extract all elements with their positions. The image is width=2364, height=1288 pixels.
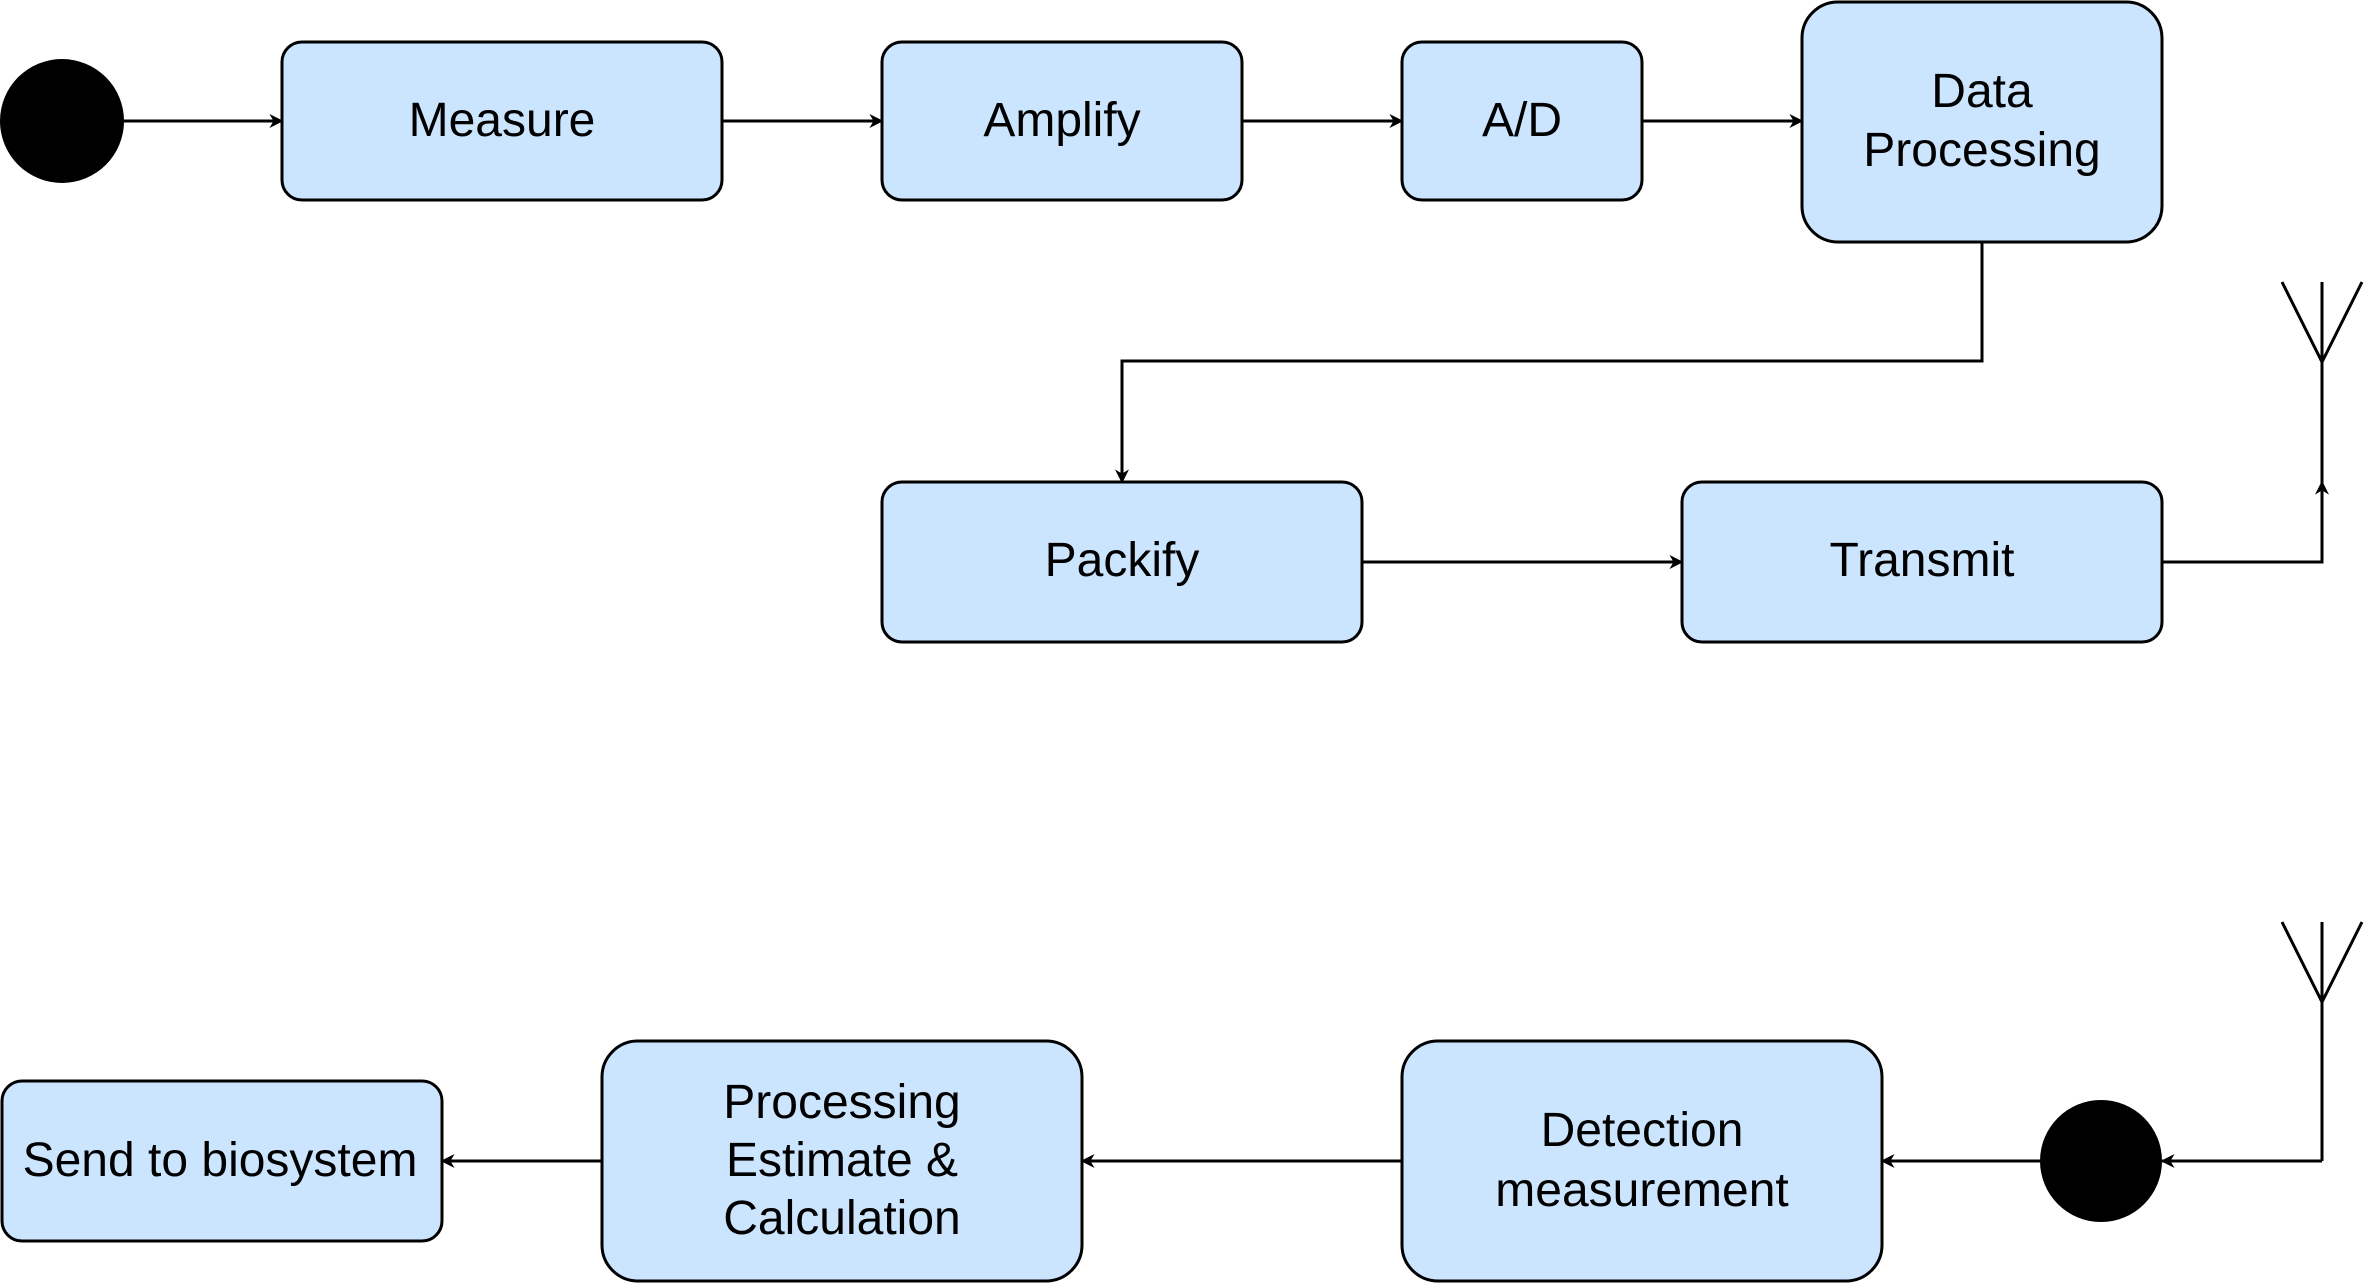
antenna-icon xyxy=(2280,921,2364,1161)
node-measure[interactable]: Measure xyxy=(280,40,724,202)
node-processing-line3: Calculation xyxy=(723,1192,960,1245)
node-ad[interactable]: A/D xyxy=(1400,40,1644,202)
node-processing-estimate[interactable]: Processing Estimate & Calculation xyxy=(600,1039,1084,1283)
node-detection-measurement[interactable]: Detection measurement xyxy=(1400,1039,1884,1283)
edge-data-processing-to-packify xyxy=(1115,242,1984,484)
node-measure-label: Measure xyxy=(409,94,596,147)
node-data-processing[interactable]: Data Processing xyxy=(1800,0,2164,244)
node-amplify-label: Amplify xyxy=(983,94,1140,147)
node-data-processing-line2: Processing xyxy=(1863,124,2100,177)
node-packify-label: Packify xyxy=(1045,534,1200,587)
node-send-label: Send to biosystem xyxy=(23,1134,418,1187)
node-detection-line1: Detection xyxy=(1541,1104,1744,1157)
node-processing-line1: Processing xyxy=(723,1076,960,1129)
node-amplify[interactable]: Amplify xyxy=(880,40,1244,202)
start-node-top xyxy=(0,59,124,183)
antenna-icon xyxy=(2280,281,2364,482)
node-processing-line2: Estimate & xyxy=(726,1134,958,1187)
node-transmit-label: Transmit xyxy=(1830,534,2015,587)
node-data-processing-line1: Data xyxy=(1931,65,2033,118)
node-ad-label: A/D xyxy=(1482,94,1562,147)
edge-transmit-to-antenna xyxy=(2162,480,2329,564)
start-node-bottom xyxy=(2040,1100,2162,1222)
node-packify[interactable]: Packify xyxy=(880,480,1364,644)
node-detection-line2: measurement xyxy=(1495,1164,1788,1217)
node-transmit[interactable]: Transmit xyxy=(1680,480,2164,644)
node-send-to-biosystem[interactable]: Send to biosystem xyxy=(0,1079,444,1243)
